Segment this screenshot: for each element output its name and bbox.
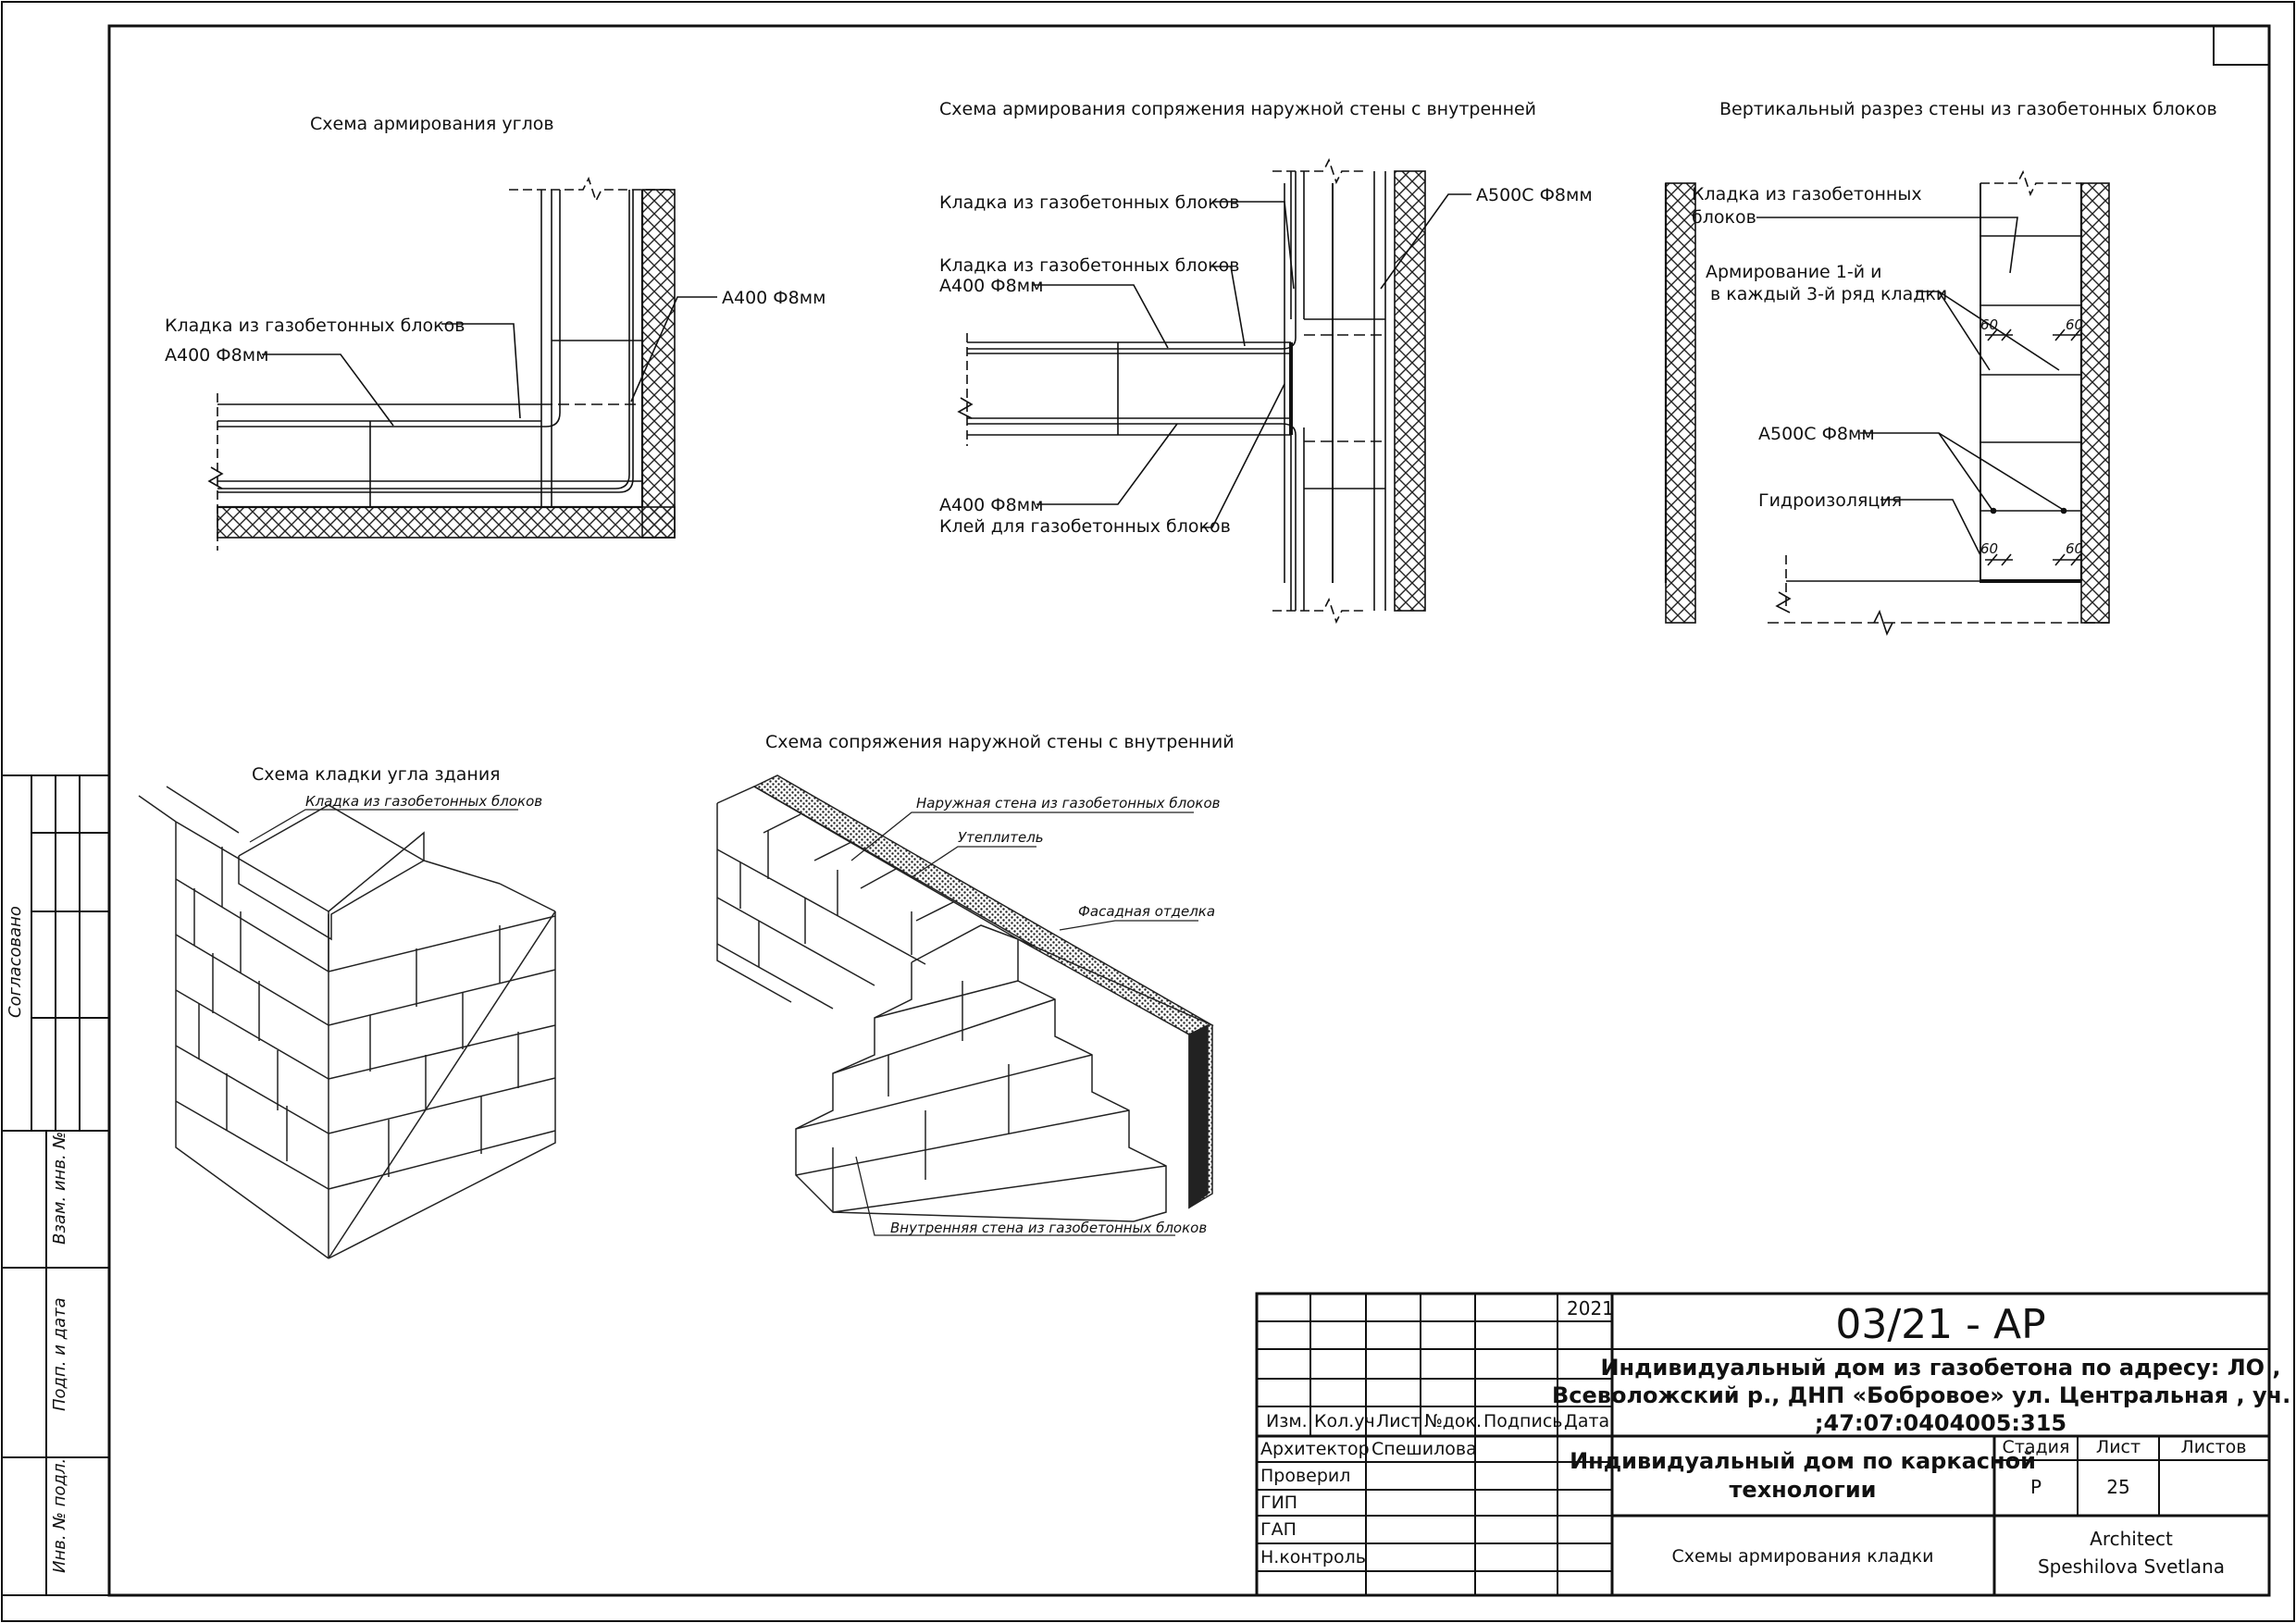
tb-header-koluch: Кол.уч xyxy=(1314,1411,1375,1431)
tb-address-2: Всеволожский р., ДНП «Бобровое» ул. Цент… xyxy=(1552,1382,2296,1408)
v-dim-1: 60 xyxy=(1980,316,1998,333)
tb-address-3: ;47:07:0404005:315 xyxy=(1815,1410,2066,1436)
junction-masonry-drawing: Схема сопряжения наружной стены с внутре… xyxy=(716,732,1235,1236)
tb-header-list: Лист xyxy=(1376,1411,1421,1431)
tb-header-podpis: Подпись xyxy=(1483,1411,1562,1431)
tb-header-data: Дата xyxy=(1564,1411,1609,1431)
tb-firm-1: Architect xyxy=(2090,1528,2173,1550)
tb-stage: Р xyxy=(2030,1476,2042,1498)
j-label-rebar-bottom: А400 Ф8мм xyxy=(939,495,1043,515)
v-label-reinf-2: в каждый 3-й ряд кладки xyxy=(1710,284,1947,304)
tb-firm-2: Speshilova Svetlana xyxy=(2038,1555,2225,1578)
stamp-inv-orig: Инв. № подл. xyxy=(50,1458,69,1573)
jm-label-insul: Утеплитель xyxy=(958,829,1044,846)
v-label-masonry-1: Кладка из газобетонных xyxy=(1692,184,1922,204)
tb-role-checked: Проверил xyxy=(1260,1466,1350,1486)
tb-sheet: 25 xyxy=(2106,1476,2129,1498)
tb-role-gap: ГАП xyxy=(1260,1519,1297,1540)
jm-label-outer: Наружная стена из газобетонных блоков xyxy=(916,795,1221,812)
tb-header-ndok: №док. xyxy=(1424,1411,1482,1431)
stamp-sign-date: Подп. и дата xyxy=(50,1297,69,1411)
title-vertical: Вертикальный разрез стены из газобетонны… xyxy=(1719,99,2217,119)
tb-roles: Архитектор Проверил ГИП ГАП Н.контроль С… xyxy=(1260,1439,1477,1567)
v-dim-3: 60 xyxy=(1980,540,1998,557)
jm-label-facade: Фасадная отделка xyxy=(1078,903,1215,920)
tb-role-architect: Архитектор xyxy=(1260,1439,1370,1459)
tb-sheets-label: Листов xyxy=(2181,1437,2247,1457)
c-label-rebar-right: А400 Ф8мм xyxy=(722,288,825,308)
title-junction: Схема армирования сопряжения наружной ст… xyxy=(939,99,1536,119)
corner-reinforcement-drawing: Схема армирования углов xyxy=(165,114,825,551)
title-junction-masonry: Схема сопряжения наружной стены с внутре… xyxy=(765,732,1235,752)
c-label-rebar-left: А400 Ф8мм xyxy=(165,345,268,365)
tb-role-ncontrol: Н.контроль xyxy=(1260,1547,1366,1567)
stamp-inv-replace: Взам. инв. № xyxy=(50,1132,69,1245)
j-label-rebar-right: А500С Ф8мм xyxy=(1476,185,1593,205)
title-corners: Схема армирования углов xyxy=(310,114,554,134)
tb-project-2: технологии xyxy=(1730,1477,1877,1503)
title-corner-masonry: Схема кладки угла здания xyxy=(252,764,501,785)
vertical-section-wall xyxy=(1756,169,2110,637)
tb-drawing-title: Схемы армирования кладки xyxy=(1672,1546,1934,1567)
v-dim-4: 60 xyxy=(2066,540,2083,557)
cm-label-masonry: Кладка из газобетонных блоков xyxy=(305,793,542,810)
corner-masonry-drawing: Схема кладки угла здания xyxy=(138,764,556,1259)
j-label-masonry-mid: Кладка из газобетонных блоков xyxy=(939,255,1239,276)
tb-project-1: Индивидуальный дом по каркасной xyxy=(1570,1448,2036,1474)
side-stamp xyxy=(1,774,110,1596)
junction-reinforcement-drawing: Схема армирования сопряжения наружной ст… xyxy=(939,99,1593,625)
tb-code: 03/21 - АР xyxy=(1835,1301,2045,1348)
title-block xyxy=(1255,1292,2271,1597)
tb-architect-name: Спешилова xyxy=(1371,1439,1477,1459)
tb-year: 2021 xyxy=(1567,1297,1614,1319)
v-label-rebar: А500С Ф8мм xyxy=(1758,424,1875,444)
c-label-masonry: Кладка из газобетонных блоков xyxy=(165,316,465,336)
tb-stage-label: Стадия xyxy=(2003,1437,2070,1457)
tb-role-gip: ГИП xyxy=(1260,1493,1297,1513)
stamp-agreed: Согласовано xyxy=(6,906,25,1018)
j-label-masonry-top: Кладка из газобетонных блоков xyxy=(939,192,1239,213)
tb-headers: Изм. Кол.уч Лист №док. Подпись Дата xyxy=(1266,1411,1609,1431)
tb-sheet-label: Лист xyxy=(2096,1437,2141,1457)
tb-header-izm: Изм. xyxy=(1266,1411,1308,1431)
v-label-reinf-1: Армирование 1-й и xyxy=(1706,262,1881,282)
j-label-rebar-mid: А400 Ф8мм xyxy=(939,276,1043,296)
v-label-masonry-2: блоков xyxy=(1692,207,1756,228)
tb-address-1: Индивидуальный дом из газобетона по адре… xyxy=(1600,1355,2280,1381)
jm-label-inner: Внутренняя стена из газобетонных блоков xyxy=(890,1220,1207,1236)
j-label-glue: Клей для газобетонных блоков xyxy=(939,516,1231,537)
v-dim-2: 60 xyxy=(2066,316,2083,333)
v-label-waterproof: Гидроизоляция xyxy=(1758,490,1902,511)
